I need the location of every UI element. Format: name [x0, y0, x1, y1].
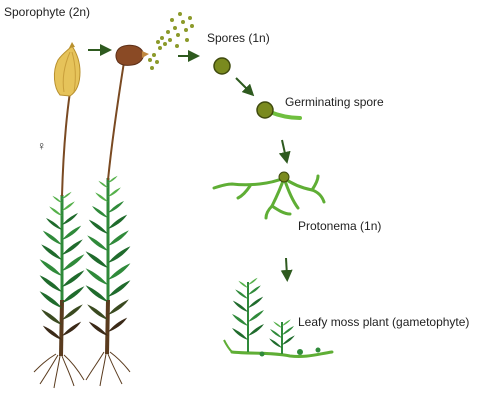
label-germinating-spore: Germinating spore — [285, 95, 384, 109]
rhizoids-left — [34, 354, 84, 388]
released-spores — [148, 12, 194, 70]
label-sporophyte: Sporophyte (2n) — [4, 5, 90, 19]
protonema — [214, 172, 324, 218]
spore — [214, 58, 230, 74]
capsule-mature — [116, 45, 149, 65]
rhizoids-right — [86, 352, 130, 386]
stem-lower-left — [61, 300, 62, 356]
arrow-to-leafy-moss — [286, 258, 287, 276]
mature-sporophyte-plant — [86, 45, 149, 386]
label-leafy-moss: Leafy moss plant (gametophyte) — [298, 315, 469, 329]
female-symbol: ♀ — [37, 139, 46, 153]
label-protonema: Protonema (1n) — [298, 219, 381, 233]
arrow-to-protonema — [282, 140, 286, 158]
seta-right — [108, 62, 124, 180]
arrow-to-germinating-spore — [236, 78, 250, 92]
seta-left — [62, 92, 70, 196]
label-spores: Spores (1n) — [207, 31, 270, 45]
female-moss-plant — [34, 42, 84, 388]
capsule-calyptra — [54, 42, 80, 96]
stem-lower-right — [107, 300, 108, 354]
